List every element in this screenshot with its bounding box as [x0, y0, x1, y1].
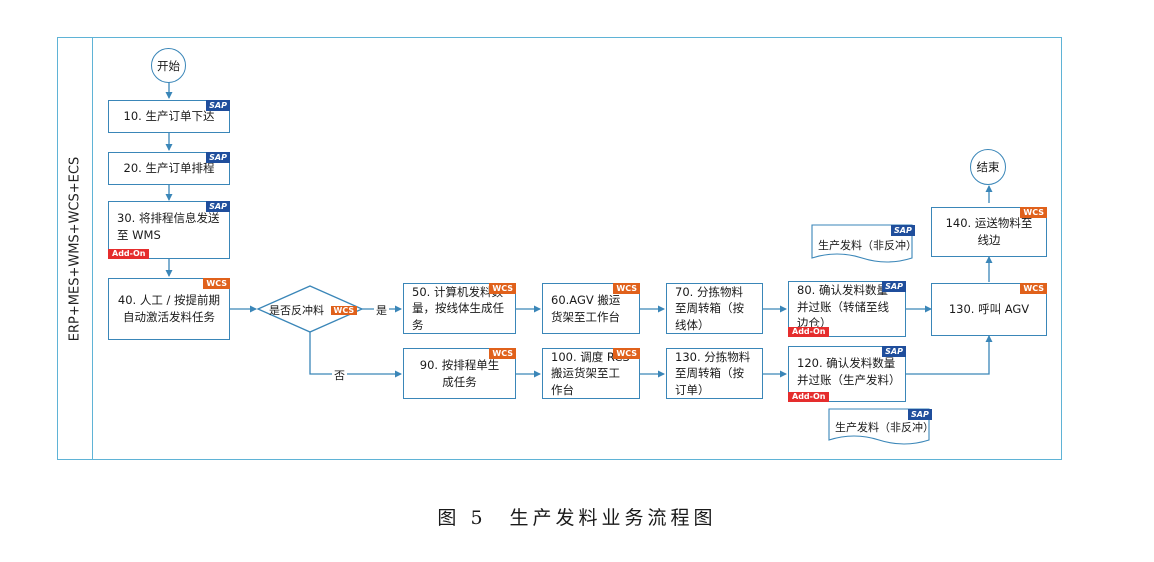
step-60: 60.AGV 搬运货架至工作台 WCS	[542, 283, 640, 334]
edge-decision-90	[309, 331, 402, 378]
step-140: 140. 运送物料至线边 WCS	[931, 207, 1047, 257]
step-20: 20. 生产订单排程 SAP	[108, 152, 230, 185]
end-node: 结束	[970, 149, 1006, 185]
sap-badge: SAP	[891, 225, 915, 236]
wcs-badge: WCS	[489, 283, 516, 294]
step-130b: 130. 呼叫 AGV WCS	[931, 283, 1047, 336]
wcs-badge: WCS	[489, 348, 516, 359]
decision-label: 是否反冲料	[269, 304, 324, 317]
step-70: 70. 分拣物料至周转箱（按线体）	[666, 283, 763, 334]
wcs-badge: WCS	[613, 348, 640, 359]
step-130a-label: 130. 分拣物料至周转箱（按订单）	[675, 349, 751, 397]
decision-yes-label: 是	[374, 302, 389, 318]
document-shape-top	[811, 224, 913, 263]
step-130b-label: 130. 呼叫 AGV	[948, 302, 1030, 317]
sap-badge: SAP	[206, 201, 230, 212]
step-90-label: 90. 按排程单生成任务	[419, 357, 500, 389]
diagram-frame	[57, 37, 1062, 460]
sap-badge: SAP	[882, 281, 906, 292]
decision-no-label: 否	[332, 367, 347, 383]
addon-badge: Add-On	[108, 249, 150, 259]
step-140-label: 140. 运送物料至线边	[945, 216, 1033, 247]
step-100: 100. 调度 RCS 搬运货架至工作台 WCS	[542, 348, 640, 399]
document-bottom-text: 生产发料（非反冲）	[835, 421, 934, 434]
step-40-label: 40. 人工 / 按提前期自动激活发料任务	[117, 293, 221, 324]
start-node: 开始	[151, 48, 186, 83]
sap-badge: SAP	[908, 409, 932, 420]
step-60-label: 60.AGV 搬运货架至工作台	[551, 292, 621, 324]
step-50: 50. 计算机发料数量，按线体生成任务 WCS	[403, 283, 516, 334]
step-80: 80. 确认发料数量并过账（转储至线边仓） SAP Add-On	[788, 281, 906, 337]
addon-badge: Add-On	[788, 392, 830, 402]
step-100-label: 100. 调度 RCS 搬运货架至工作台	[551, 349, 630, 397]
sap-badge: SAP	[882, 346, 906, 357]
addon-badge: Add-On	[788, 327, 830, 337]
wcs-badge: WCS	[1020, 283, 1047, 294]
wcs-badge: WCS	[330, 306, 358, 315]
sap-badge: SAP	[206, 152, 230, 163]
wcs-badge: WCS	[613, 283, 640, 294]
start-label: 开始	[157, 58, 180, 73]
document-shape-bottom	[828, 408, 930, 445]
step-70-label: 70. 分拣物料至周转箱（按线体）	[675, 284, 744, 332]
step-120: 120. 确认发料数量并过账（生产发料） SAP Add-On	[788, 346, 906, 402]
step-20-label: 20. 生产订单排程	[123, 161, 215, 176]
step-30-label: 30. 将排程信息发送至 WMS	[117, 211, 220, 242]
wcs-badge: WCS	[203, 278, 230, 289]
step-30: 30. 将排程信息发送至 WMS SAP Add-On	[108, 201, 230, 259]
step-50-label: 50. 计算机发料数量，按线体生成任务	[412, 284, 504, 332]
step-10-label: 10. 生产订单下达	[123, 109, 215, 124]
lane-divider	[92, 37, 93, 460]
decision-diamond	[256, 285, 364, 333]
sap-badge: SAP	[206, 100, 230, 111]
decision-text: 是否反冲料 WCS	[269, 302, 358, 318]
figure-caption: 图 5 生产发料业务流程图	[437, 507, 717, 529]
step-10: 10. 生产订单下达 SAP	[108, 100, 230, 133]
step-40: 40. 人工 / 按提前期自动激活发料任务 WCS	[108, 278, 230, 340]
step-80-label: 80. 确认发料数量并过账（转储至线边仓）	[797, 282, 889, 331]
step-90: 90. 按排程单生成任务 WCS	[403, 348, 516, 399]
end-label: 结束	[976, 160, 1000, 174]
document-top-text: 生产发料（非反冲）	[818, 239, 917, 252]
edge-120-130b	[906, 335, 993, 375]
step-130a: 130. 分拣物料至周转箱（按订单）	[666, 348, 763, 399]
step-120-label: 120. 确认发料数量并过账（生产发料）	[797, 356, 901, 387]
wcs-badge: WCS	[1020, 207, 1047, 218]
